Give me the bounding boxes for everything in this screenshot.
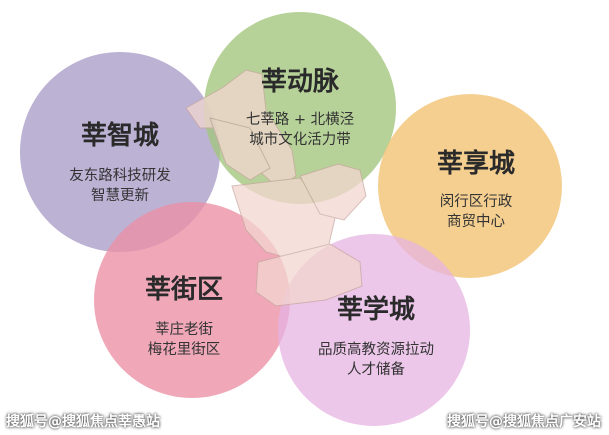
watermark-left: 搜狐号@搜狐焦点莘愚站	[6, 414, 160, 430]
circle-line-xin-xiang-cheng-2: 商贸中心	[447, 213, 505, 230]
circle-xin-zhi-cheng	[20, 52, 220, 252]
circle-line-xin-dong-mai-2: 城市文化活力带	[249, 131, 351, 148]
circle-xin-jie-qu	[94, 202, 290, 398]
circle-line-xin-zhi-cheng-2: 智慧更新	[91, 187, 149, 204]
map-shape-west-spur	[209, 117, 271, 181]
circle-line-xin-xue-cheng-1: 品质高教资源拉动	[318, 341, 434, 358]
circle-line-xin-xue-cheng-2: 人才储备	[347, 361, 405, 378]
circle-line-xin-xiang-cheng-1: 闵行区行政	[440, 193, 513, 210]
circle-title-xin-xiang-cheng: 莘享城	[437, 148, 515, 179]
watermark-right: 搜狐号@搜狐焦点广安站	[447, 414, 601, 430]
circle-line-xin-dong-mai-1: 七莘路 + 北横泾	[246, 111, 354, 128]
circle-xin-xiang-cheng	[378, 94, 562, 278]
map-shape-south-diagonal	[255, 243, 363, 307]
circle-title-xin-jie-qu: 莘街区	[145, 275, 223, 305]
circle-line-xin-jie-qu-2: 梅花里街区	[148, 341, 221, 358]
circle-title-xin-dong-mai: 莘动脉	[261, 67, 340, 97]
map-shape-east-strip	[299, 163, 367, 221]
map-road-network	[185, 69, 367, 307]
circle-line-xin-jie-qu-1: 莘庄老街	[155, 320, 213, 338]
circle-line-xin-zhi-cheng-1: 友东路科技研发	[69, 167, 171, 184]
circle-title-xin-zhi-cheng: 莘智城	[81, 121, 159, 151]
circle-title-xin-xue-cheng: 莘学城	[337, 294, 415, 325]
